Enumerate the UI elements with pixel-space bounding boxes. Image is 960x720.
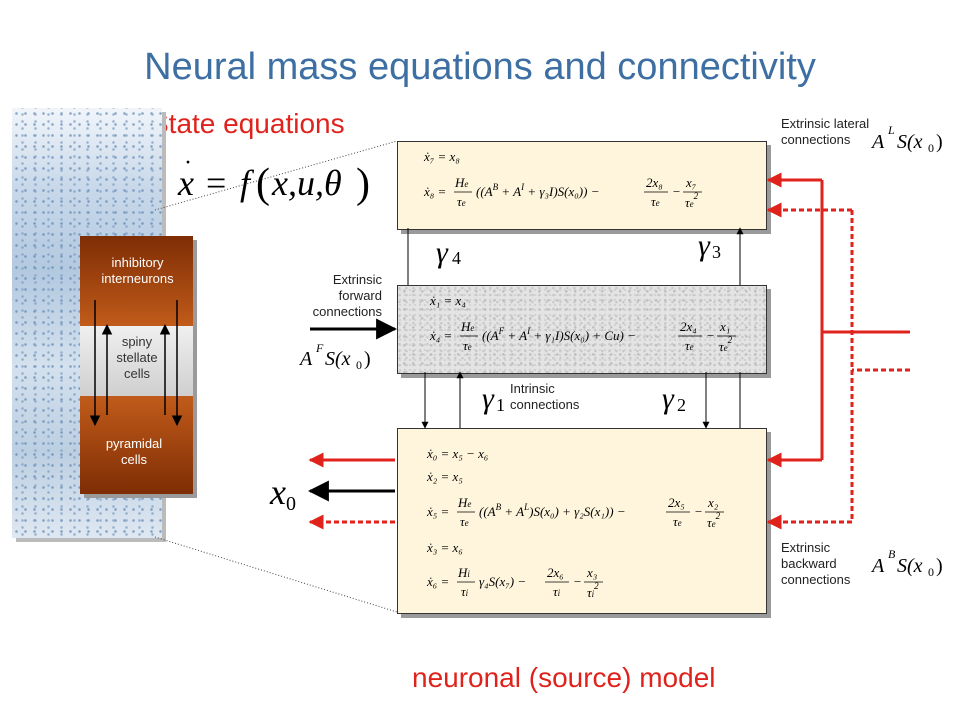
svg-text:3: 3 [712,242,721,262]
svg-text:x: x [177,163,194,203]
page-title: Neural mass equations and connectivity [144,46,816,88]
svg-text:F: F [315,341,324,355]
svg-text:x₂: x₂ [707,495,719,510]
svg-text:−: − [573,574,582,589]
svg-text:4: 4 [452,248,461,268]
svg-text:Hi: Hi [457,565,470,580]
svg-text:((AB + AL)S(x₀) + γ₂S(x₁)) −: ((AB + AL)S(x₀) + γ₂S(x₁)) − [479,502,626,519]
svg-text:ẋ₁ = x₄: ẋ₁ = x₄ [429,293,466,308]
svg-text:): ) [936,131,943,153]
svg-text:2: 2 [677,395,686,415]
svg-text:ẋ₂ = x₅: ẋ₂ = x₅ [426,469,463,484]
inhibitory-label: inhibitory interneurons [101,255,174,286]
zoom-line-bottom [154,536,398,613]
svg-text:ẋ₅ =: ẋ₅ = [426,504,449,519]
svg-text:τi: τi [461,584,469,599]
svg-text:0: 0 [928,565,934,579]
lateral-connections-label: Extrinsic lateral connections [781,116,870,147]
svg-text:γ: γ [662,382,675,415]
svg-text:γ₄S(x₇) −: γ₄S(x₇) − [479,574,526,589]
svg-text:1: 1 [496,395,505,415]
svg-text:τi: τi [553,584,561,599]
svg-text:0: 0 [286,493,296,515]
svg-text:=: = [206,163,226,203]
svg-text:A: A [298,348,313,370]
svg-text:τe: τe [685,338,694,353]
spiny-equation-box [397,285,767,374]
svg-text:x₁: x₁ [719,319,730,334]
svg-text:ẋ₄ =: ẋ₄ = [429,328,452,343]
inhibitory-equation-box [397,141,767,230]
svg-text:): ) [364,348,371,370]
spiny-label: spiny stellate cells [116,334,158,381]
svg-text:τe2: τe2 [685,191,699,210]
svg-text:S(x: S(x [897,555,923,577]
svg-text:·: · [184,150,192,176]
svg-text:−: − [694,504,703,519]
svg-text:τe: τe [460,514,469,529]
svg-text:ẋ₇ = x₈: ẋ₇ = x₈ [423,149,460,164]
pyramidal-layer [80,396,193,494]
svg-text:x₇: x₇ [685,175,697,190]
pyramidal-equation-box [397,428,767,614]
inhibitory-layer [80,236,193,326]
svg-text:x: x [269,472,286,512]
state-equations-label: State equations [150,108,345,139]
svg-text:τe2: τe2 [707,511,721,530]
svg-text:S(x: S(x [897,131,923,153]
svg-text:−: − [706,328,715,343]
svg-text:((AB + AI + γ₃I)S(x₀)) −: ((AB + AI + γ₃I)S(x₀)) − [476,182,599,199]
svg-text:2x₄: 2x₄ [680,319,697,334]
svg-text:(: ( [256,161,270,207]
neuronal-model-label: neuronal (source) model [412,662,716,693]
svg-text:τi2: τi2 [587,581,599,600]
svg-text:0: 0 [928,141,934,155]
cell-layers: inhibitory interneurons spiny stellate c… [80,236,193,494]
svg-text:0: 0 [356,358,362,372]
svg-text:γ: γ [482,382,495,415]
svg-text:γ: γ [698,229,711,262]
intrinsic-connections-label: Intrinsic connections [510,381,580,412]
pyramidal-label: pyramidal cells [105,436,163,467]
svg-text:ẋ₃ = x₆: ẋ₃ = x₆ [426,540,463,555]
svg-text:τe2: τe2 [719,335,733,354]
svg-text:τe: τe [673,514,682,529]
svg-text:B: B [888,547,896,561]
spiny-layer [80,326,193,396]
svg-text:He: He [454,175,468,190]
svg-text:A: A [870,555,885,577]
svg-text:2x₆: 2x₆ [547,565,564,580]
svg-text:γ: γ [436,236,449,269]
forward-connections-label: Extrinsic forward connections [312,272,382,319]
svg-text:2x₅: 2x₅ [668,495,685,510]
svg-text:ẋ₈ =: ẋ₈ = [423,184,446,199]
svg-text:τe: τe [651,194,660,209]
svg-text:x₃: x₃ [586,565,597,580]
svg-text:A: A [870,131,885,153]
svg-text:2x₈: 2x₈ [646,175,663,190]
svg-text:L: L [887,123,895,137]
svg-text:): ) [356,161,370,207]
backward-connections-label: Extrinsic backward connections [781,540,851,587]
spiny-equations: ẋ₁ = x₄ ẋ₄ = He τe ((AF + AI + γ₁I)S(x₀)… [429,293,736,354]
pyramidal-equations: ẋ₀ = x₅ − x₆ ẋ₂ = x₅ ẋ₅ = He τe ((AB + A… [426,446,724,600]
svg-text:τe: τe [463,338,472,353]
svg-text:ẋ₆ =: ẋ₆ = [426,574,449,589]
svg-text:He: He [457,495,471,510]
svg-text:ẋ₀ = x₅ − x₆: ẋ₀ = x₅ − x₆ [426,446,488,461]
state-equation: x · = f ( x,u,θ ) [177,150,370,207]
inhibitory-equations: ẋ₇ = x₈ ẋ₈ = He τe ((AB + AI + γ₃I)S(x₀)… [423,149,702,210]
svg-text:He: He [460,319,474,334]
svg-text:): ) [936,555,943,577]
svg-text:S(x: S(x [325,348,351,370]
svg-text:−: − [672,184,681,199]
svg-text:((AF + AI + γ₁I)S(x₀) + Cu) −: ((AF + AI + γ₁I)S(x₀) + Cu) − [482,326,636,343]
svg-text:x,u,θ: x,u,θ [271,163,342,203]
svg-text:τe: τe [457,194,466,209]
svg-text:f: f [240,163,255,203]
